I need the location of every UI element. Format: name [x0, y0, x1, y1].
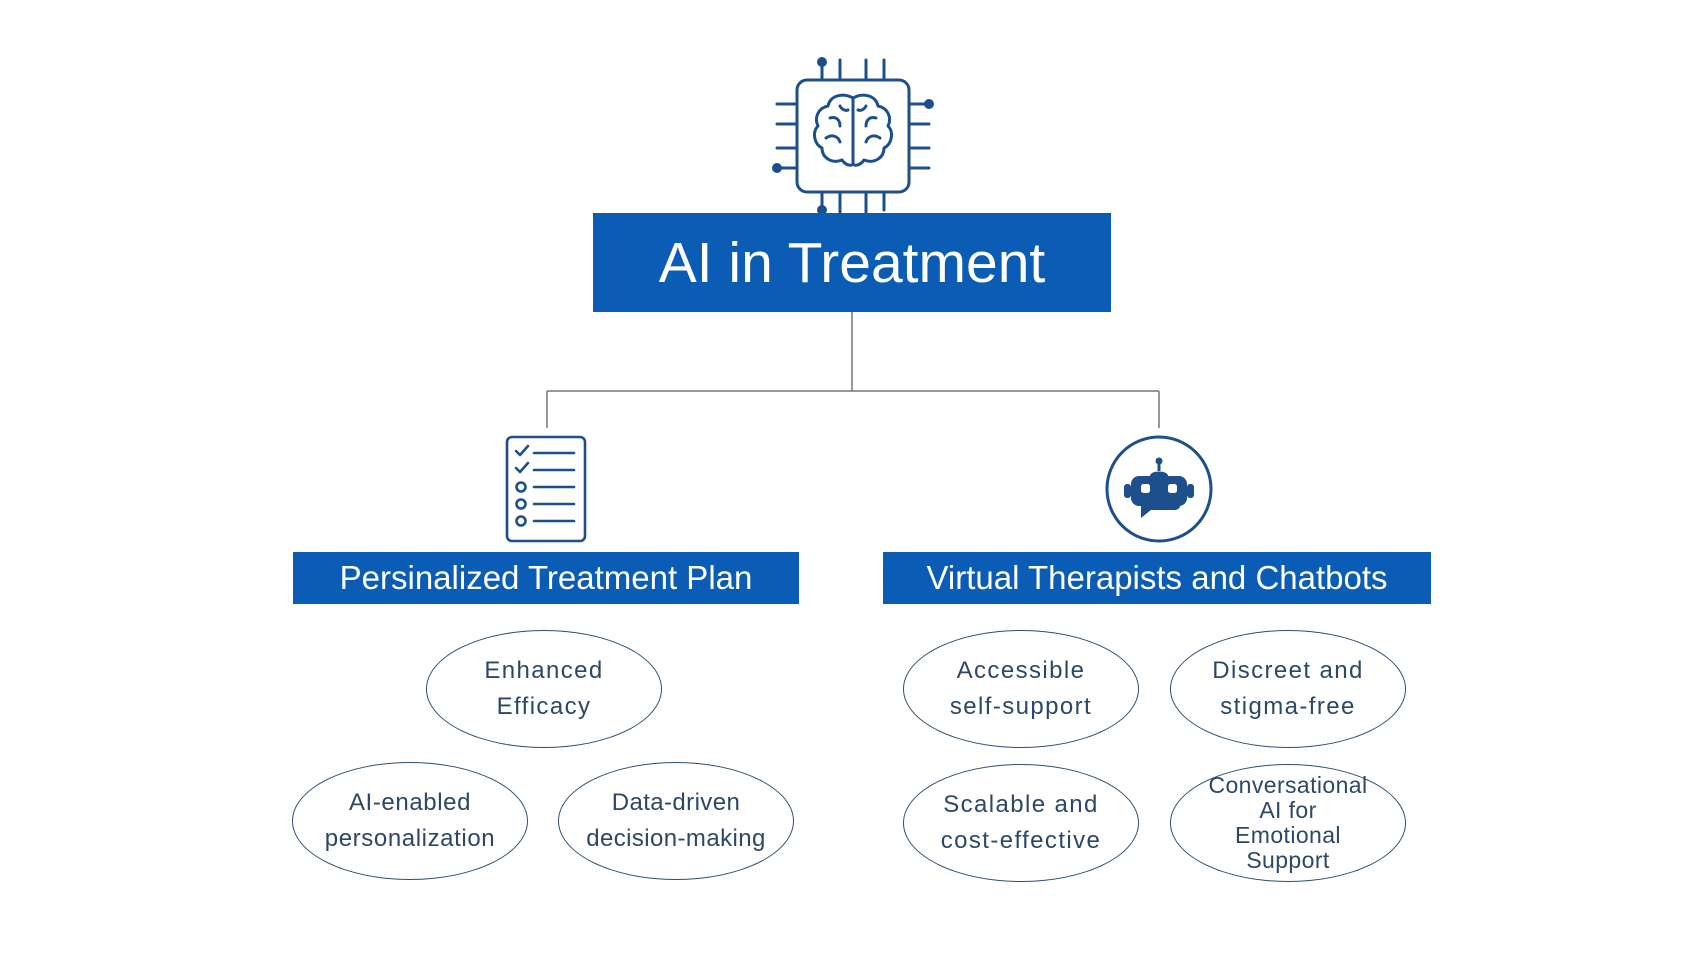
- diagram-title: AI in Treatment: [593, 213, 1111, 312]
- benefit-ellipse: AI-enabled personalization: [292, 762, 528, 880]
- checklist-icon: [504, 434, 588, 544]
- benefit-ellipse: Enhanced Efficacy: [426, 630, 662, 748]
- benefit-text: Data-driven decision-making: [586, 789, 766, 852]
- benefit-text: AI-enabled personalization: [324, 789, 496, 852]
- benefit-ellipse: Accessible self-support: [903, 630, 1139, 748]
- benefit-ellipse: Data-driven decision-making: [558, 762, 794, 880]
- benefit-text: Discreet and stigma-free: [1212, 657, 1364, 720]
- branch-label-virtual-therapists: Virtual Therapists and Chatbots: [883, 552, 1431, 604]
- benefit-text: Scalable and cost-effective: [940, 791, 1102, 854]
- benefit-ellipse: Scalable and cost-effective: [903, 764, 1139, 882]
- benefit-text: Accessible self-support: [949, 657, 1093, 720]
- benefit-text: Enhanced Efficacy: [484, 657, 604, 720]
- benefit-ellipse: Discreet and stigma-free: [1170, 630, 1406, 748]
- benefit-ellipse: Conversational AI for Emotional Support: [1170, 764, 1406, 882]
- chatbot-icon: [1104, 434, 1214, 544]
- ai-brain-chip-icon: [770, 56, 936, 216]
- benefit-text: Conversational AI for Emotional Support: [1208, 772, 1368, 873]
- branch-label-personalized-treatment: Persinalized Treatment Plan: [293, 552, 799, 604]
